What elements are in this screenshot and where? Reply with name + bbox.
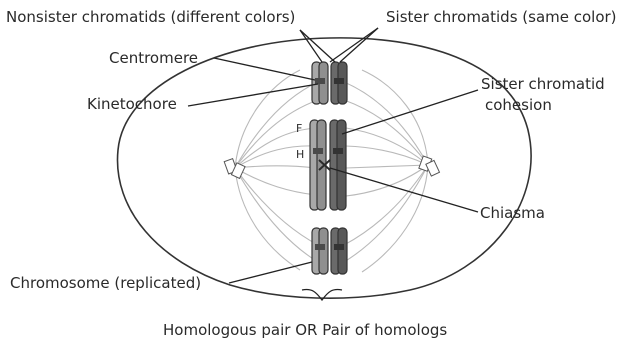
label-sister-chromatids: Sister chromatids (same color) [386,8,617,26]
gene-marker-f: F [296,122,302,135]
label-sister-chromatid-cohesion-2: cohesion [485,96,552,114]
label-chiasma: Chiasma [480,204,545,222]
label-sister-chromatid-cohesion-1: Sister chromatid [481,75,605,93]
kinetochore-top-right [334,78,344,84]
label-chromosome-replicated: Chromosome (replicated) [10,274,201,292]
gene-marker-h: H [296,148,304,161]
label-homologous-pair: Homologous pair OR Pair of homologs [163,321,447,339]
label-nonsister-chromatids: Nonsister chromatids (different colors) [6,8,295,26]
kinetochore-top-left [315,78,325,84]
label-kinetochore: Kinetochore [87,95,177,113]
label-centromere: Centromere [109,49,198,67]
